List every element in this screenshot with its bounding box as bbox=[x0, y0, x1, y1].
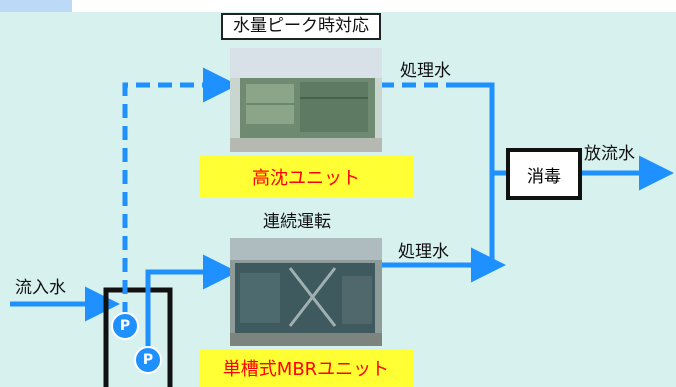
inflow-label: 流入水 bbox=[15, 278, 66, 298]
header-strip-white bbox=[72, 0, 676, 12]
pump-icon-peak: P bbox=[111, 312, 139, 340]
peak-label: 水量ピーク時対応 bbox=[221, 13, 381, 40]
continuous-flow-arrow bbox=[145, 254, 238, 356]
header-strip bbox=[0, 0, 72, 12]
effluent-label: 放流水 bbox=[584, 144, 635, 164]
single-tank-mbr-unit-photo bbox=[230, 238, 382, 346]
high-rate-sedimentation-unit-photo bbox=[230, 48, 382, 152]
pump-icon-continuous: P bbox=[134, 346, 162, 374]
mbr-unit-label: 単槽式MBRユニット bbox=[199, 349, 413, 387]
treated-water-top-label: 処理水 bbox=[400, 61, 451, 81]
top-treated-solid bbox=[460, 82, 495, 262]
treated-water-bottom-label: 処理水 bbox=[398, 242, 449, 262]
peak-flow-arrow bbox=[122, 67, 238, 316]
continuous-operation-label: 連続運転 bbox=[263, 212, 331, 232]
pump-tank bbox=[103, 287, 173, 387]
high-rate-sedimentation-unit-label: 高沈ユニット bbox=[199, 156, 413, 198]
disinfection-box: 消毒 bbox=[506, 148, 582, 200]
